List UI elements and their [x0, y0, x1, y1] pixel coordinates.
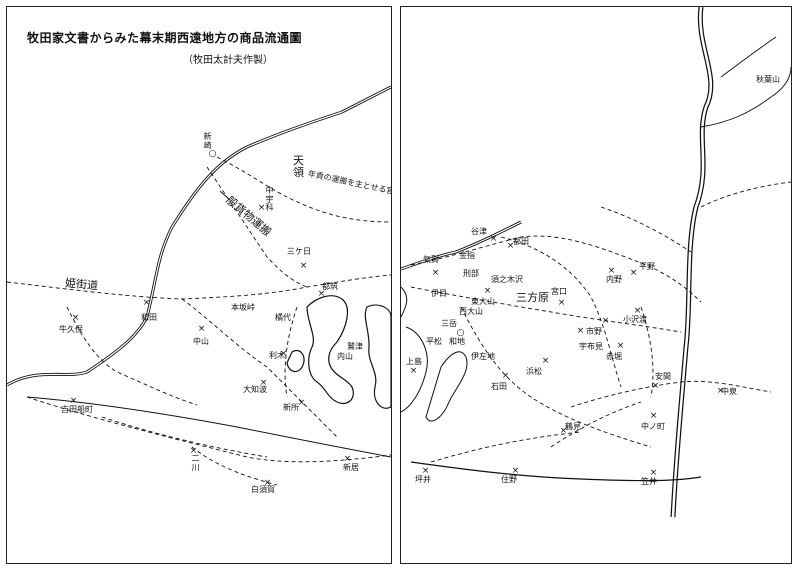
- place-label: 平野: [639, 262, 655, 271]
- place-label: 新崎: [203, 132, 212, 150]
- place-label: 浜松: [526, 367, 542, 376]
- place-label: 鶴見: [565, 422, 581, 431]
- town-marker: ×: [716, 386, 725, 396]
- map-title: 牧田家文書からみた幕末期西遠地方の商品流通圖: [27, 31, 303, 45]
- place-label: 須之木沢: [491, 275, 523, 284]
- place-label: 内野: [606, 275, 622, 284]
- town-marker: ×: [649, 411, 658, 421]
- town-marker: ×: [142, 298, 151, 308]
- place-label: 秋葉山: [756, 75, 780, 84]
- place-label: 三方原: [516, 291, 549, 304]
- place-label: 石田: [491, 382, 507, 391]
- town-marker: ×: [559, 426, 568, 436]
- town-marker: ×: [343, 454, 352, 464]
- town-marker: ×: [651, 381, 660, 391]
- place-label: 三ケ日: [287, 247, 311, 256]
- town-marker: ×: [633, 306, 642, 316]
- place-label: 牛久保: [59, 325, 83, 334]
- town-marker: ×: [263, 478, 272, 488]
- town-marker: ×: [649, 468, 658, 478]
- town-marker: ×: [607, 266, 616, 276]
- place-label: 上島: [406, 357, 422, 366]
- town-marker: ×: [501, 371, 510, 381]
- place-label: 刑部: [463, 269, 479, 278]
- left-map-lines: [7, 85, 391, 486]
- place-label: 中山: [193, 337, 209, 346]
- place-label: 坪井: [415, 475, 431, 484]
- town-marker: ×: [483, 286, 492, 296]
- town-marker: ×: [189, 446, 198, 456]
- place-label: 宇布見: [579, 342, 603, 351]
- town-marker: ×: [197, 324, 206, 334]
- place-label: 笠井: [641, 477, 657, 486]
- town-marker: ×: [601, 316, 610, 326]
- town-marker: ×: [629, 268, 638, 278]
- place-label: 鷲津: [347, 342, 363, 351]
- place-label: 中宇科: [265, 186, 274, 212]
- town-marker: ×: [279, 349, 288, 359]
- place-label: 吉田船町: [61, 405, 93, 414]
- place-label: 中ノ町: [641, 422, 665, 431]
- place-label: 新所: [283, 403, 299, 412]
- place-label: 宮口: [551, 287, 567, 296]
- place-label: 東大山: [471, 297, 495, 306]
- route-label-tenryo: 天領: [293, 154, 304, 179]
- town-marker: ×: [297, 398, 306, 408]
- town-marker: ×: [317, 289, 326, 299]
- town-marker: ×: [71, 313, 80, 323]
- place-label: 中泉: [721, 387, 737, 396]
- place-label: 西大山: [459, 307, 483, 316]
- place-label: 伊目: [431, 289, 447, 298]
- town-marker: ×: [616, 341, 625, 351]
- town-marker: ×: [69, 396, 78, 406]
- town-marker: ×: [576, 326, 585, 336]
- town-marker: ×: [259, 378, 268, 388]
- place-label: 市野: [586, 327, 602, 336]
- place-label: 二川: [191, 454, 200, 472]
- town-marker: ○: [208, 149, 217, 159]
- place-label: 白須賀: [251, 485, 275, 494]
- map-subtitle: （牧田太計夫作製）: [183, 55, 273, 66]
- town-marker: ×: [541, 356, 550, 366]
- place-label: 三岳: [441, 319, 457, 328]
- place-label: 住野: [501, 475, 517, 484]
- place-label: 内山: [337, 352, 353, 361]
- place-label: 谷津: [471, 227, 487, 236]
- place-label: 赤堀: [606, 352, 622, 361]
- place-label: 安間: [655, 372, 671, 381]
- place-label: 新居: [343, 463, 359, 472]
- town-marker: ×: [421, 466, 430, 476]
- place-label: 本坂峠: [231, 303, 255, 312]
- place-label: 気賀: [423, 255, 439, 264]
- right-map-panel: 笠井 三方原 秋葉山 × 谷津 × 都田 金指 × 気賀 刑部 伊目 × 東大山…: [400, 6, 792, 564]
- town-marker: ×: [257, 203, 266, 213]
- place-label: 平松: [426, 337, 442, 346]
- place-label: 小沢渡: [623, 315, 647, 324]
- place-label: 大知波: [243, 385, 267, 394]
- place-label: 伊左地: [471, 352, 495, 361]
- town-marker: ×: [431, 268, 440, 278]
- town-marker: ○: [456, 328, 465, 338]
- town-marker: ×: [409, 366, 418, 376]
- place-label: 利木: [269, 351, 285, 360]
- town-marker: ×: [506, 241, 515, 251]
- left-map-panel: 牧田家文書からみた幕末期西遠地方の商品流通圖 （牧田太計夫作製） 姫街道 天領 …: [6, 6, 392, 564]
- place-label: 金指: [459, 251, 475, 260]
- place-label: 都田: [513, 237, 529, 246]
- town-marker: ×: [511, 466, 520, 476]
- place-label: 橘代: [275, 313, 291, 322]
- right-map-lines: [401, 7, 791, 518]
- place-label: 和地: [449, 337, 465, 346]
- town-marker: ×: [557, 298, 566, 308]
- town-marker: ×: [299, 261, 308, 271]
- place-label: 都筑: [322, 282, 338, 291]
- town-marker: ×: [489, 234, 498, 244]
- place-label: 和田: [141, 313, 157, 322]
